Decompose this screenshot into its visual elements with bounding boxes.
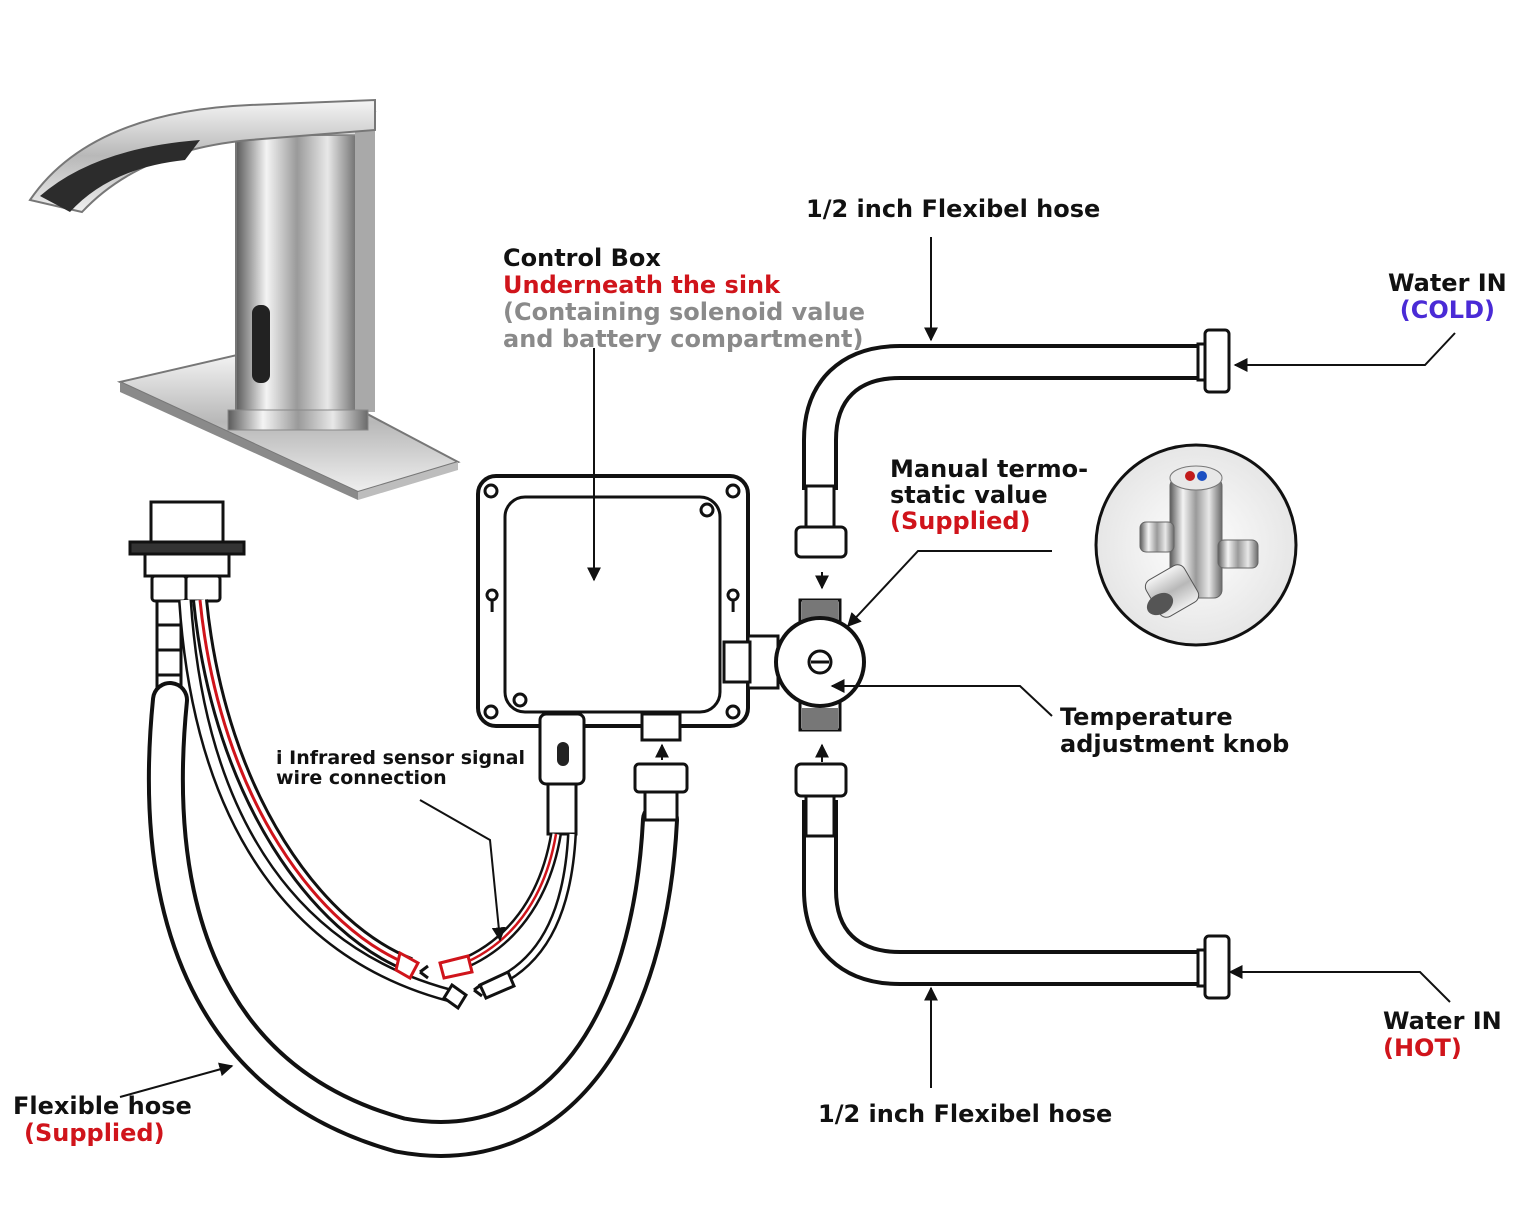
sensor-wire-label: i Infrared sensor signal wire connection — [276, 748, 525, 788]
flexible-hose-title: Flexible hose — [13, 1092, 192, 1120]
sensor-wire-line2: wire connection — [276, 767, 447, 789]
water-in-cold-title: Water IN — [1388, 269, 1507, 297]
thermostatic-valve-note: (Supplied) — [890, 507, 1031, 535]
control-box-title: Control Box — [503, 244, 661, 272]
hose-hot — [794, 762, 1231, 1000]
sensor-wire-box — [419, 833, 577, 1000]
flexible-hose-label: Flexible hose (Supplied) — [13, 1093, 192, 1147]
control-box-label: Control Box Underneath the sink (Contain… — [503, 245, 865, 353]
control-box — [476, 474, 780, 836]
control-box-desc-line1: (Containing solenoid value — [503, 298, 866, 326]
temperature-knob-line2: adjustment knob — [1060, 730, 1290, 758]
flexible-hose-supply — [146, 681, 679, 1158]
water-in-hot-label: Water IN (HOT) — [1383, 1008, 1502, 1062]
faucet-image — [28, 98, 461, 500]
hose-cold — [794, 328, 1231, 559]
valve-photo — [1094, 443, 1298, 647]
water-in-cold-label: Water IN (COLD) — [1388, 270, 1507, 324]
temperature-knob-label: Temperature adjustment knob — [1060, 704, 1289, 758]
water-in-hot-note: (HOT) — [1383, 1034, 1462, 1062]
sensor-wire-line1: i Infrared sensor signal — [276, 747, 526, 769]
thermostatic-valve-line2: static value — [890, 481, 1048, 509]
hose-bottom-label: 1/2 inch Flexibel hose — [818, 1100, 1113, 1128]
water-in-cold-note: (COLD) — [1399, 296, 1495, 324]
thermostatic-valve-label: Manual termo- static value (Supplied) — [890, 456, 1088, 534]
thermostatic-valve — [774, 598, 866, 732]
connector-arrows — [119, 237, 1456, 1098]
hose-top-label: 1/2 inch Flexibel hose — [806, 195, 1101, 223]
temperature-knob-line1: Temperature — [1060, 703, 1233, 731]
control-box-location: Underneath the sink — [503, 271, 781, 299]
flexible-hose-note: (Supplied) — [24, 1119, 165, 1147]
control-box-desc-line2: and battery compartment) — [503, 325, 864, 353]
sensor-wire-faucet — [178, 599, 469, 1011]
water-in-hot-title: Water IN — [1383, 1007, 1502, 1035]
thermostatic-valve-line1: Manual termo- — [890, 455, 1089, 483]
